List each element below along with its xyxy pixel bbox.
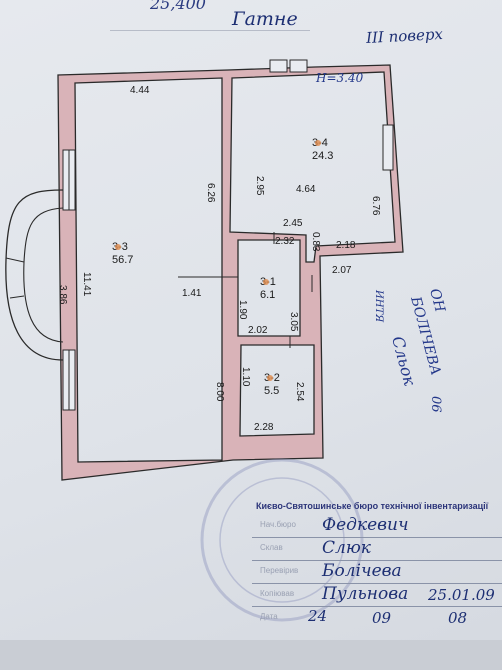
- stamp-row: Копіював Пульнова 25.01.09: [252, 584, 502, 607]
- stamp-value: Болічева: [322, 561, 402, 581]
- stamp-day: 24: [308, 607, 328, 625]
- dim-r4-step: 2.18: [336, 240, 356, 251]
- area-marker-dot: [115, 244, 121, 250]
- dim-r1-small: 0.83: [310, 232, 321, 252]
- dim-main-left-inner: 11.41: [81, 272, 92, 297]
- dim-r2-bottom: 2.28: [254, 422, 274, 433]
- room-area: 5.5: [264, 385, 279, 397]
- header-top-text: 25,400: [150, 0, 206, 13]
- page-bottom-edge: [0, 640, 502, 670]
- window-right: [382, 124, 394, 171]
- area-marker-dot: [267, 375, 273, 381]
- stamp-row: Нач.бюро Федкевич: [252, 515, 502, 538]
- dim-r4-right: 6.76: [370, 196, 381, 216]
- side-note-on: ОН: [426, 287, 448, 315]
- village-name: Гатне: [232, 8, 298, 30]
- room-area: 6.1: [260, 289, 275, 301]
- room-area: 56.7: [112, 254, 133, 266]
- stamp-value: Слюк: [322, 538, 371, 558]
- outer-walls: [57, 64, 404, 481]
- window-left-upper: [62, 149, 76, 211]
- side-note-name: Сльок: [388, 334, 419, 388]
- dim-r1-top: 2.32: [275, 236, 295, 247]
- stamp-row: Склав Слюк: [252, 538, 502, 561]
- stamp-caption: Дата: [260, 612, 278, 621]
- balcony-bay: [5, 189, 64, 361]
- dim-r1-right: 3.05: [288, 312, 299, 332]
- dim-step-right: 2.07: [332, 265, 352, 276]
- room-area: 24.3: [312, 150, 333, 162]
- stamp-value: Федкевич: [322, 515, 409, 535]
- window-left-lower: [62, 349, 76, 411]
- round-seal: [200, 458, 364, 622]
- dim-r4-bottom: 2.45: [283, 218, 303, 229]
- dim-passage: 1.41: [182, 288, 202, 299]
- dim-r4-inner-h: 2.95: [254, 176, 265, 196]
- side-note-code: ИНТЯ: [373, 289, 384, 323]
- dim-r1-left: 1.90: [237, 300, 248, 320]
- balcony-bay-inner: [23, 207, 64, 343]
- dim-main-left-outer: 3.86: [57, 285, 68, 305]
- dim-r2-right: 2.54: [294, 382, 305, 402]
- window-top-right: [269, 59, 308, 73]
- stamp-month: 09: [372, 609, 392, 627]
- side-note-number: 06: [428, 396, 443, 413]
- stamp-caption: Копіював: [260, 589, 295, 598]
- dim-r4-width: 4.64: [296, 184, 316, 195]
- dim-main-right-lower: 8.00: [214, 382, 225, 402]
- stamp-caption: Склав: [260, 543, 283, 552]
- stamp-date: 25.01.09: [428, 586, 495, 604]
- stamp-year: 08: [448, 609, 468, 627]
- title-block: Києво-Святошинське бюро технічної інвент…: [252, 495, 502, 633]
- dim-r2-left: 1.10: [240, 367, 251, 387]
- dim-r1-bottom: 2.02: [248, 325, 268, 336]
- stamp-row: Дата 24 09 08: [252, 607, 502, 629]
- dim-top-main: 4.44: [130, 85, 150, 96]
- area-marker-dot: [263, 279, 269, 285]
- stamp-value: Пульнова: [322, 584, 409, 604]
- faint-form-lines: [110, 30, 310, 31]
- stamp-caption: Нач.бюро: [260, 520, 296, 529]
- dim-main-right-upper: 6.26: [205, 183, 216, 203]
- stamp-org: Києво-Святошинське бюро технічної інвент…: [256, 501, 489, 511]
- ceiling-height: Н=3.40: [315, 71, 364, 85]
- stamp-caption: Перевірив: [260, 566, 299, 575]
- stamp-row: Перевірив Болічева: [252, 561, 502, 584]
- area-marker-dot: [315, 140, 321, 146]
